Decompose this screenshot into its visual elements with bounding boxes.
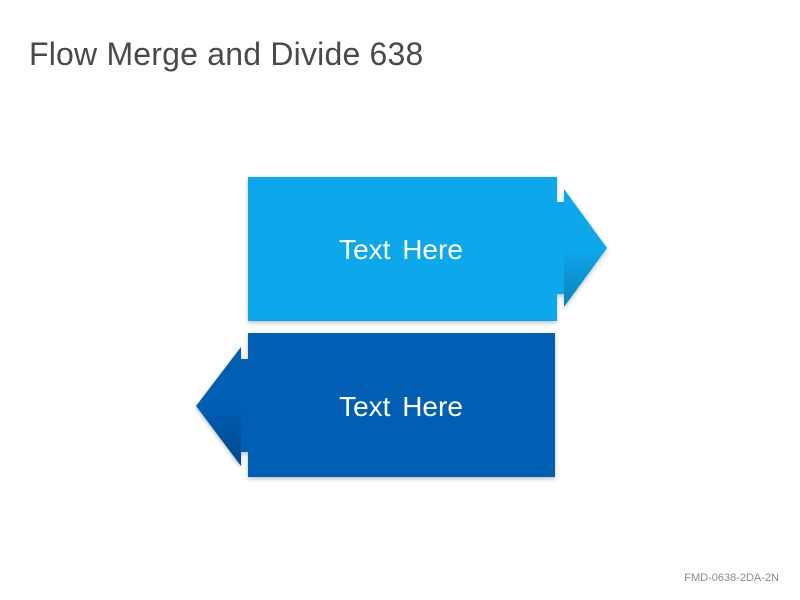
slide-code: FMD-0638-2DA-2N [684,572,779,584]
arrow-right-shape [248,177,607,321]
arrow-right-label: Text Here [339,234,463,265]
arrow-right-tip-shade [564,248,607,307]
arrow-right: Text Here [248,177,607,321]
arrow-left: Text Here [196,333,555,477]
arrow-left-label: Text Here [339,391,463,422]
arrow-left-tip-shade [196,406,241,466]
slide-title: Flow Merge and Divide 638 [29,36,424,72]
arrow-left-shape [196,333,555,477]
